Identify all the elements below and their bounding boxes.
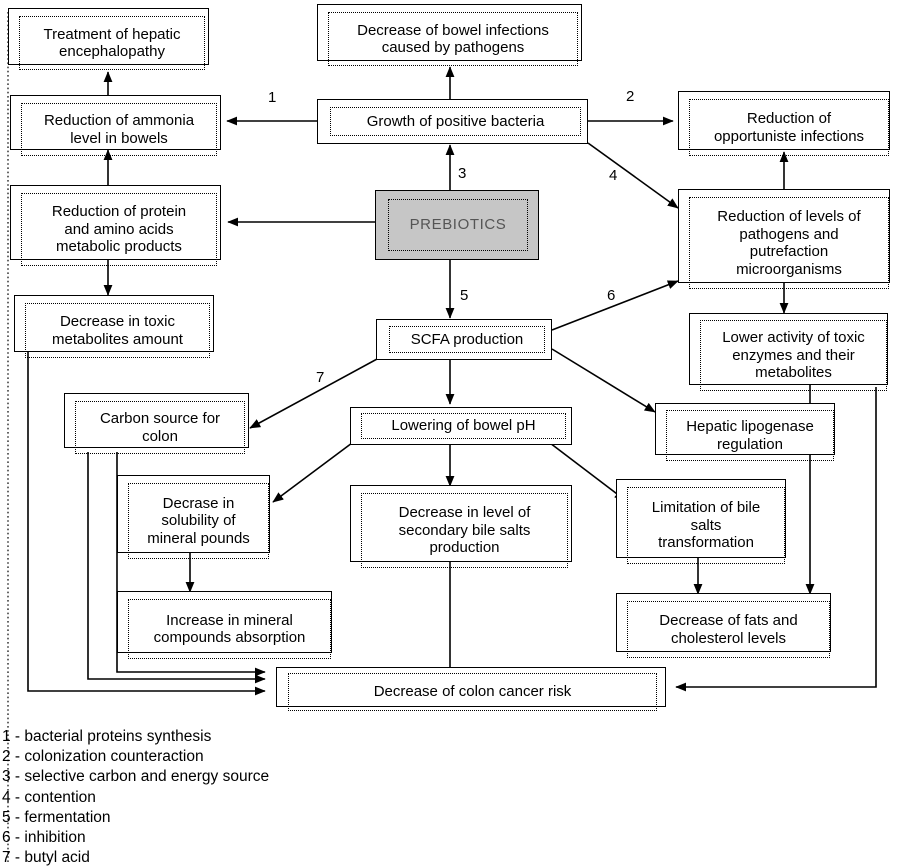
node-growth-positive-bacteria: Growth of positive bacteria (317, 99, 588, 144)
edge-scfa-to-pathogens (551, 280, 679, 331)
node-scfa-production-label: SCFA production (410, 330, 524, 348)
edge-loweringph-to-solubility (272, 442, 353, 503)
node-decrease-colon-cancer-inner: Decrease of colon cancer risk (288, 673, 657, 711)
node-prebiotics: PREBIOTICS (375, 190, 539, 260)
edge-carbon-to-coloncancer (87, 452, 266, 684)
legend-item-4: 4 - contention (2, 788, 96, 806)
edge-scfa-to-hepaticlipo (551, 348, 656, 413)
edge-num-7: 7 (316, 369, 325, 386)
edge-scfa-to-carbon (249, 351, 391, 429)
node-lowering-ph-inner: Lowering of bowel pH (361, 413, 566, 439)
legend-item-1: 1 - bacterial proteins synthesis (2, 728, 212, 745)
edge-num-3: 3 (458, 165, 467, 182)
edge-num-6: 6 (607, 287, 616, 304)
legend-item-7: 7 - butyl acid (2, 849, 90, 866)
legend-item-5: 5 - fermentation (2, 808, 111, 826)
edge-num-5: 5 (460, 287, 469, 304)
node-prebiotics-inner: PREBIOTICS (388, 199, 528, 251)
edge-num-2: 2 (626, 88, 635, 105)
node-lowering-ph: Lowering of bowel pH (350, 407, 572, 445)
node-growth-positive-bacteria-inner: Growth of positive bacteria (330, 107, 581, 136)
node-scfa-production: SCFA production (376, 319, 552, 360)
node-lowering-ph-label: Lowering of bowel pH (391, 417, 536, 435)
edge-num-4: 4 (609, 167, 618, 184)
node-prebiotics-label: PREBIOTICS (409, 216, 507, 234)
edge-growth-to-pathogens (587, 142, 679, 209)
edge-toxic-to-coloncancer (27, 352, 266, 696)
legend-item-2: 2 - colonization counteraction (2, 748, 204, 766)
edge-loweringph-to-limitation (549, 442, 626, 501)
node-growth-positive-bacteria-label: Growth of positive bacteria (366, 112, 545, 130)
node-decrease-colon-cancer: Decrease of colon cancer risk (276, 667, 666, 711)
legend: 1 - bacterial proteins synthesis 2 - col… (2, 727, 269, 866)
edge-hepaticlipo-to-coloncancer (675, 387, 877, 692)
edge-num-1: 1 (268, 89, 277, 106)
legend-item-3: 3 - selective carbon and energy source (2, 768, 270, 786)
node-decrease-colon-cancer-label: Decrease of colon cancer risk (373, 683, 572, 701)
node-scfa-production-inner: SCFA production (389, 326, 545, 353)
legend-item-6: 6 - inhibition (2, 829, 86, 847)
